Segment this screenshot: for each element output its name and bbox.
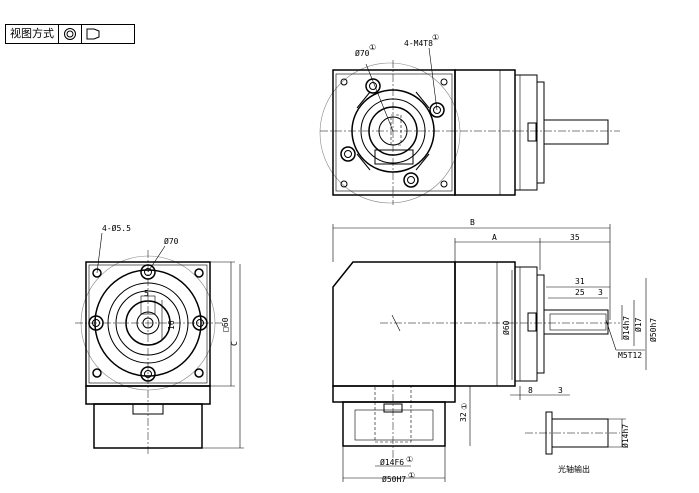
top-bolt-circle-note: ① bbox=[369, 43, 376, 52]
front-circle-dim: Ø70 bbox=[164, 236, 179, 246]
cylinder-side-icon[interactable] bbox=[82, 25, 104, 43]
side-key-25-dim: 25 bbox=[575, 288, 585, 297]
top-thread-dim: 4-M4T8 bbox=[404, 39, 433, 48]
side-bore-dim: Ø14F6 bbox=[380, 457, 404, 467]
side-3b-dim: 3 bbox=[558, 386, 563, 395]
side-bottom-pilot-dim: Ø50H7 bbox=[382, 474, 406, 484]
side-bore-note: ① bbox=[406, 455, 413, 464]
side-total-length-dim: B bbox=[470, 218, 475, 227]
front-keyway-depth-dim: 16 bbox=[167, 320, 176, 330]
side-shaft-17-dim: Ø17 bbox=[633, 317, 643, 332]
side-bottom-pilot-note: ① bbox=[408, 471, 415, 480]
concentric-circles-icon[interactable] bbox=[59, 25, 82, 43]
side-key-3-dim: 3 bbox=[598, 288, 603, 297]
top-view: Ø70 ① 4-M4T8 ① bbox=[319, 33, 620, 205]
view-mode-label: 视图方式 bbox=[6, 25, 59, 43]
side-flange-dim: Ø60 bbox=[501, 320, 511, 335]
side-8-dim: 8 bbox=[528, 386, 533, 395]
side-body-length-dim: A bbox=[492, 233, 497, 242]
detail-shaft-dim: Ø14h7 bbox=[620, 424, 630, 448]
top-bolt-circle-dim: Ø70 bbox=[355, 48, 370, 58]
front-view: 4-Ø5.5 Ø70 5 16 □60 C bbox=[75, 223, 244, 455]
detail-caption: 光轴输出 bbox=[558, 464, 590, 474]
detail-view: Ø14h7 光轴输出 bbox=[525, 411, 630, 474]
side-thread-dim: M5T12 bbox=[618, 351, 642, 360]
front-holes-dim: 4-Ø5.5 bbox=[102, 223, 131, 233]
side-pilot-dim: Ø50h7 bbox=[648, 318, 658, 342]
side-shaft-diameter-dim: Ø14h7 bbox=[621, 316, 631, 340]
side-shaft-length-dim: 35 bbox=[570, 233, 580, 242]
side-shaft-31-dim: 31 bbox=[575, 277, 585, 286]
side-view: B A 35 31 25 3 Ø60 Ø14h7 Ø17 Ø50h7 M5T12… bbox=[332, 218, 658, 484]
top-thread-note: ① bbox=[432, 33, 439, 42]
front-height-dim: C bbox=[230, 341, 239, 346]
front-keyway-dim: 5 bbox=[144, 289, 149, 298]
side-32-dim: 32 bbox=[459, 412, 468, 422]
front-square-dim: □60 bbox=[221, 317, 230, 332]
view-mode-selector: 视图方式 bbox=[5, 24, 135, 44]
side-32-note: ① bbox=[460, 403, 469, 410]
